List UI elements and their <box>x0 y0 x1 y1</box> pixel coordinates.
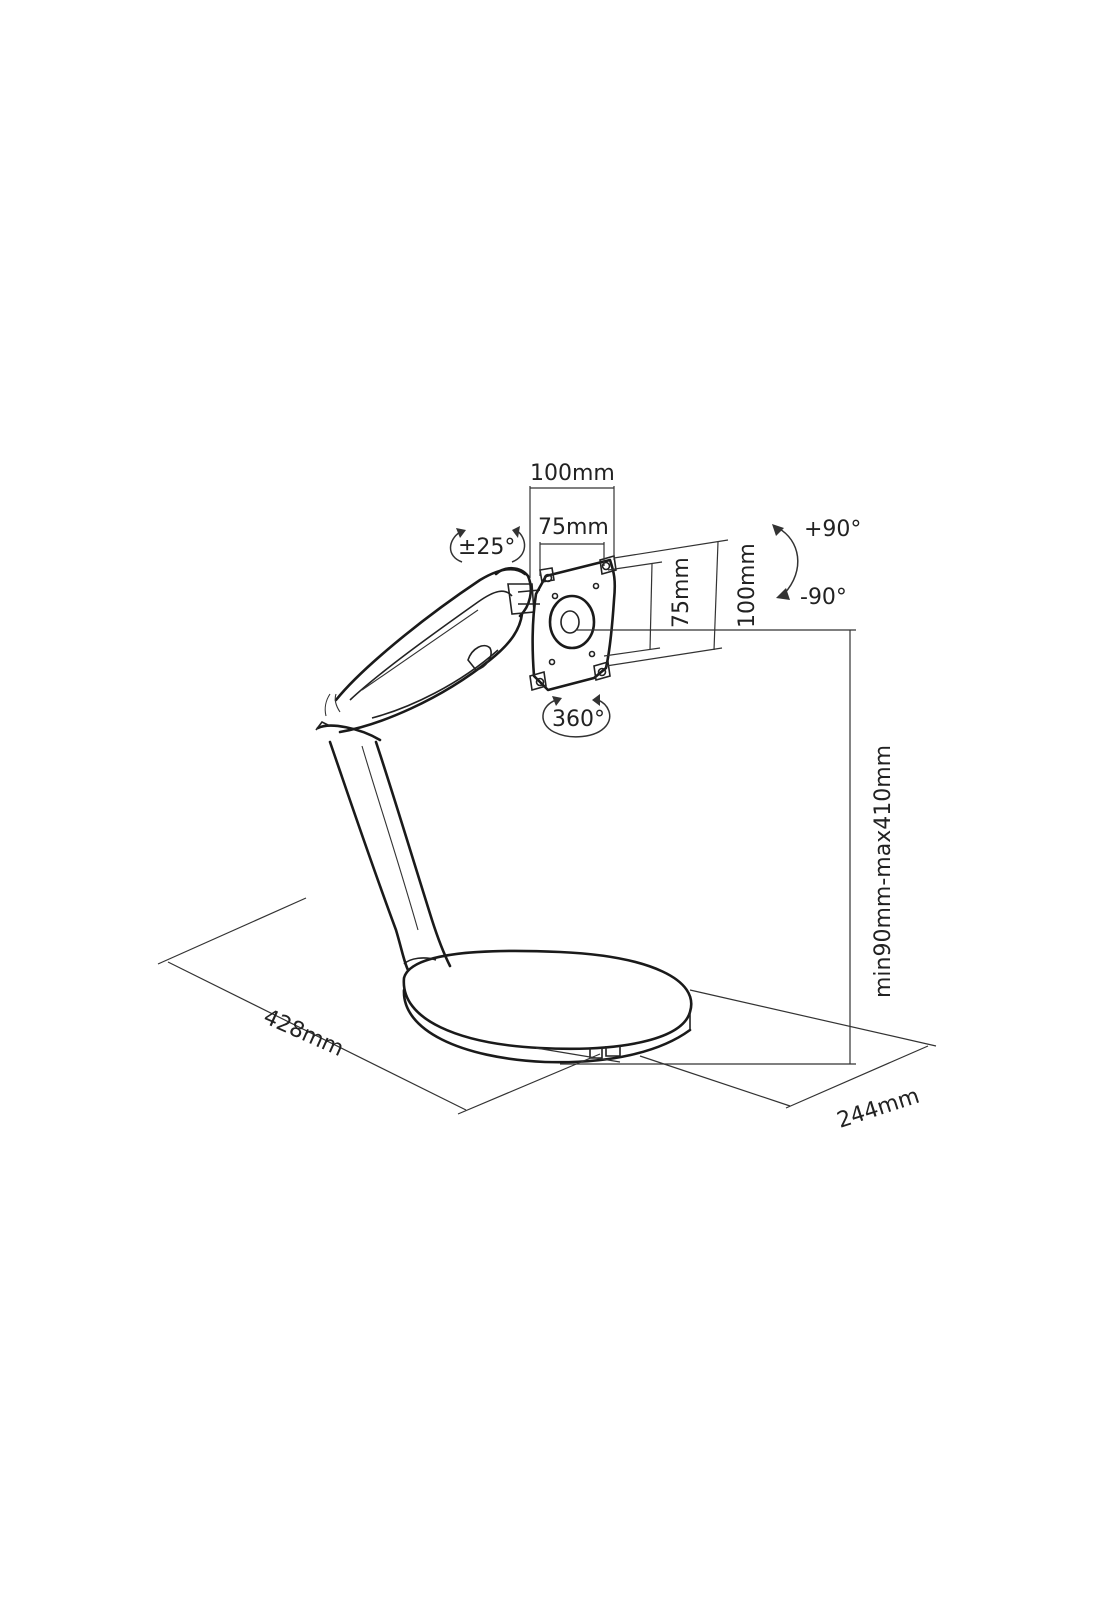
rotate-indicator <box>772 524 799 600</box>
stand-column <box>328 740 452 972</box>
vesa-width-dimensions <box>529 486 615 578</box>
vesa-plate <box>529 554 617 692</box>
base-length-label: 428mm <box>260 1005 348 1062</box>
rotate-plus-label: +90° <box>804 517 861 542</box>
height-range-label: min90mm-max410mm <box>871 745 896 998</box>
tilt-indicator <box>449 526 526 563</box>
base-width-label: 244mm <box>834 1084 922 1134</box>
stand-base <box>402 949 693 1064</box>
base-length-dimension <box>157 897 601 1115</box>
swivel-indicator <box>542 694 611 738</box>
vesa-height-dimensions <box>603 539 729 667</box>
swivel-label: 360° <box>552 707 605 732</box>
gas-spring-arm <box>315 566 541 742</box>
tilt-label: ±25° <box>458 535 515 560</box>
vesa-inner-width-label: 75mm <box>538 515 609 540</box>
vesa-outer-height-label: 100mm <box>735 543 760 628</box>
rotate-minus-label: -90° <box>800 585 847 610</box>
height-range-dimension <box>535 629 856 1065</box>
vesa-outer-width-label: 100mm <box>530 461 615 486</box>
base-width-dimension <box>639 989 937 1109</box>
vesa-inner-height-label: 75mm <box>669 557 694 628</box>
